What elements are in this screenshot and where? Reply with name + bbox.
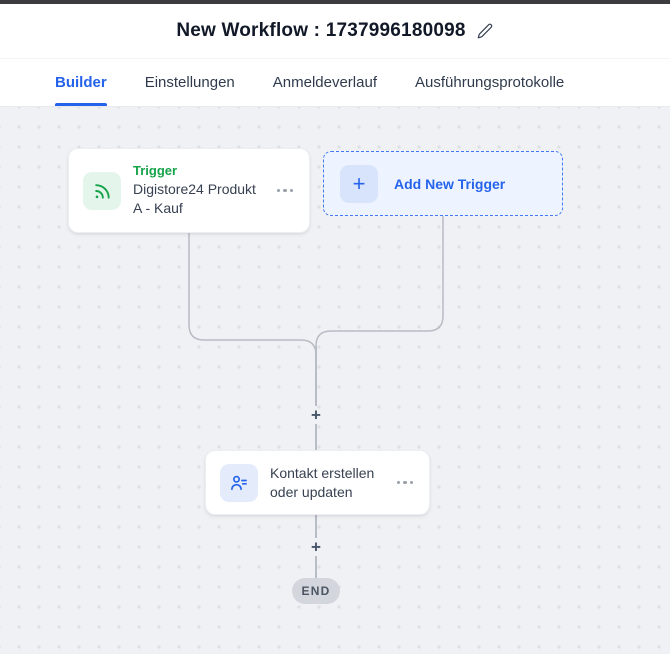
contact-icon [220, 463, 258, 502]
tab-anmeldeverlauf[interactable]: Anmeldeverlauf [272, 74, 377, 91]
add-new-trigger-label: Add New Trigger [394, 175, 506, 192]
tab-builder[interactable]: Builder [55, 59, 107, 106]
end-badge: END [292, 578, 340, 604]
action-card-title: Kontakt erstellen oder updaten [270, 464, 375, 500]
more-menu-icon[interactable] [275, 185, 296, 197]
tab-einstellungen[interactable]: Einstellungen [144, 74, 235, 91]
trigger-card-category: Trigger [133, 163, 178, 179]
trigger-card[interactable]: Trigger Digistore24 Produkt A - Kauf [68, 148, 310, 233]
page-title: New Workflow : 1737996180098 [176, 20, 466, 41]
add-new-trigger-button[interactable]: + Add New Trigger [323, 151, 563, 216]
action-card[interactable]: Kontakt erstellen oder updaten [205, 450, 430, 515]
more-menu-icon[interactable] [395, 477, 416, 489]
trigger-card-text: Trigger Digistore24 Produkt A - Kauf [133, 163, 263, 218]
action-card-text: Kontakt erstellen oder updaten [270, 464, 383, 502]
add-step-button-top[interactable]: + [311, 405, 321, 425]
add-step-button-bottom[interactable]: + [311, 537, 321, 557]
pencil-icon[interactable] [476, 22, 494, 40]
workflow-canvas[interactable]: Trigger Digistore24 Produkt A - Kauf + A… [0, 107, 670, 654]
tab-ausfuehrungsprotokolle[interactable]: Ausführungsprotokolle [415, 74, 565, 91]
rss-icon [83, 171, 121, 210]
plus-icon: + [340, 164, 378, 203]
tab-bar: Builder Einstellungen Anmeldeverlauf Aus… [0, 59, 670, 107]
header: New Workflow : 1737996180098 [0, 4, 670, 59]
window-top-strip [0, 0, 670, 4]
trigger-card-title: Digistore24 Produkt A - Kauf [133, 181, 256, 216]
